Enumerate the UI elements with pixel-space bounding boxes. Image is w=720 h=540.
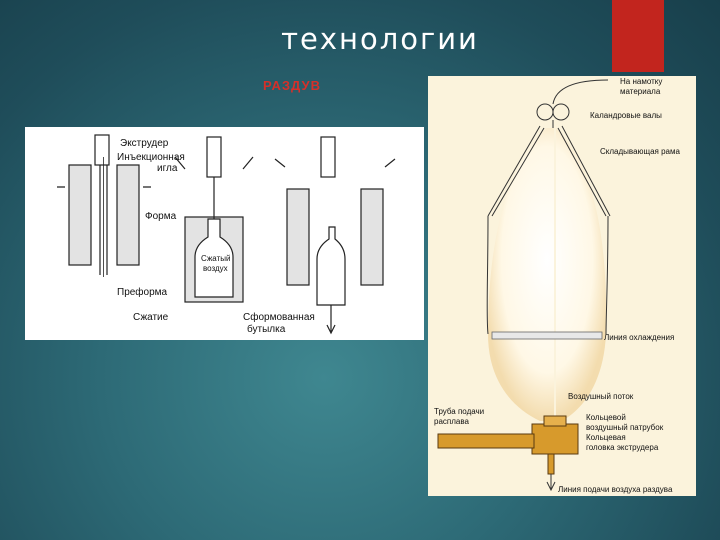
arrows-stage-3: [274, 158, 396, 168]
slide-subtitle: РАЗДУВ: [263, 78, 321, 93]
slide-title: технологии: [281, 22, 479, 56]
label-melt-pipe-1: Труба подачи: [434, 407, 484, 416]
blow-molding-svg: Экструдер Инъекционная игла Форма Префор…: [57, 134, 396, 335]
blow-molding-diagram: Экструдер Инъекционная игла Форма Префор…: [25, 127, 424, 340]
blown-film-svg: На намотку материала Каландровые валы Ск…: [434, 77, 680, 494]
label-ring-head-2: головка экструдера: [586, 443, 659, 452]
film-to-winder: [552, 79, 609, 105]
label-formed-bottle-1: Сформованная: [243, 311, 315, 323]
label-injection-needle-1: Инъекционная: [117, 152, 185, 163]
mold-right-half-3: [360, 188, 384, 286]
air-supply-arrow: [546, 481, 556, 492]
extruder-nozzle-1: [94, 134, 110, 166]
label-formed-bottle-2: бутылка: [247, 323, 286, 335]
folding-frame-left: [487, 125, 545, 217]
label-compressed-air-1: Сжатый: [201, 254, 230, 263]
formed-bottle: [316, 226, 346, 306]
label-air-supply-line: Линия подачи воздуха раздува: [558, 485, 673, 494]
die-head: [531, 423, 579, 455]
label-winding-1: На намотку: [620, 77, 662, 86]
output-arrow-head: [326, 324, 336, 335]
bottle-in-mold: [194, 218, 234, 298]
label-calender-rolls: Каландровые валы: [590, 111, 662, 120]
mold-right-half-1: [116, 164, 140, 266]
folding-frame-right: [557, 125, 611, 217]
bubble-outline: [486, 215, 609, 335]
label-ring-head-1: Кольцевая: [586, 433, 626, 442]
extruder-nozzle-3: [320, 136, 336, 178]
film-bubble: [488, 128, 607, 421]
mold-left-half-1: [68, 164, 92, 266]
label-melt-pipe-2: расплава: [434, 417, 470, 426]
label-compressed-air-2: воздух: [203, 264, 228, 273]
label-air-flow: Воздушный поток: [568, 392, 634, 401]
arrows-stage-2: [174, 156, 254, 170]
label-cooling-line: Линия охлаждения: [604, 333, 674, 342]
label-ring-nozzle-1: Кольцевой: [586, 413, 626, 422]
label-compression: Сжатие: [133, 312, 169, 323]
label-winding-2: материала: [620, 87, 661, 96]
label-preform: Преформа: [117, 286, 168, 298]
ring-air-nozzle: [543, 415, 567, 427]
label-ring-nozzle-2: воздушный патрубок: [586, 423, 664, 432]
calender-roll-left: [536, 103, 554, 121]
melt-supply-pipe: [437, 433, 535, 449]
calender-roll-right: [552, 103, 570, 121]
cooling-line-band: [491, 331, 603, 340]
red-accent-tab: [612, 0, 664, 72]
label-extruder: Экструдер: [120, 138, 169, 149]
air-supply-pipe: [547, 453, 555, 475]
mold-left-half-3: [286, 188, 310, 286]
extruder-nozzle-2: [206, 136, 222, 178]
blown-film-diagram: На намотку материала Каландровые валы Ск…: [428, 76, 696, 496]
label-mold: Форма: [145, 211, 177, 222]
extruder-die: [437, 415, 579, 475]
label-injection-needle-2: игла: [157, 163, 178, 174]
label-folding-frame: Складывающая рама: [600, 147, 680, 156]
